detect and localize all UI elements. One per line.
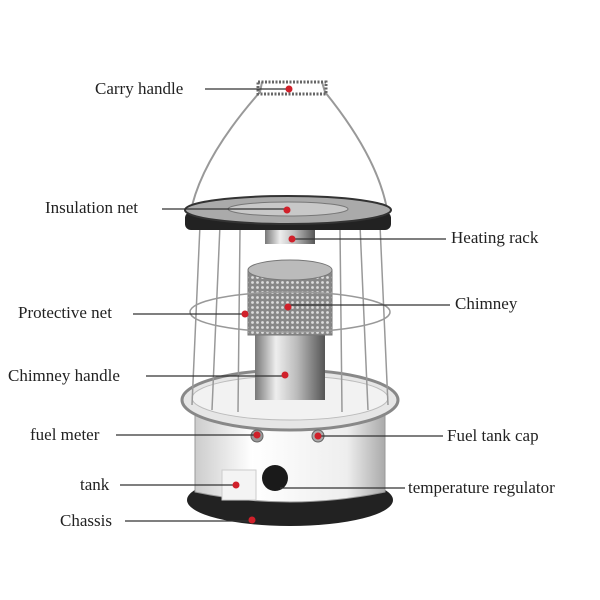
label-insulation-net: Insulation net <box>45 198 139 217</box>
label-heating-rack: Heating rack <box>451 228 539 247</box>
marker-dots <box>232 85 322 524</box>
label-chimney: Chimney <box>455 294 518 313</box>
label-fuel-tank-cap: Fuel tank cap <box>447 426 539 445</box>
label-carry-handle: Carry handle <box>95 79 184 98</box>
label-chassis: Chassis <box>60 511 112 530</box>
label-protective-net: Protective net <box>18 303 112 322</box>
temperature-knob[interactable] <box>262 465 288 491</box>
chimney <box>247 259 333 400</box>
leader-lines <box>116 88 450 522</box>
tank <box>194 414 386 503</box>
label-chimney-handle: Chimney handle <box>8 366 120 385</box>
carry-handle <box>189 80 389 216</box>
label-fuel-meter: fuel meter <box>30 425 100 444</box>
label-tank: tank <box>80 475 110 494</box>
label-temperature-regulator: temperature regulator <box>408 478 555 497</box>
protective-net <box>189 224 391 413</box>
